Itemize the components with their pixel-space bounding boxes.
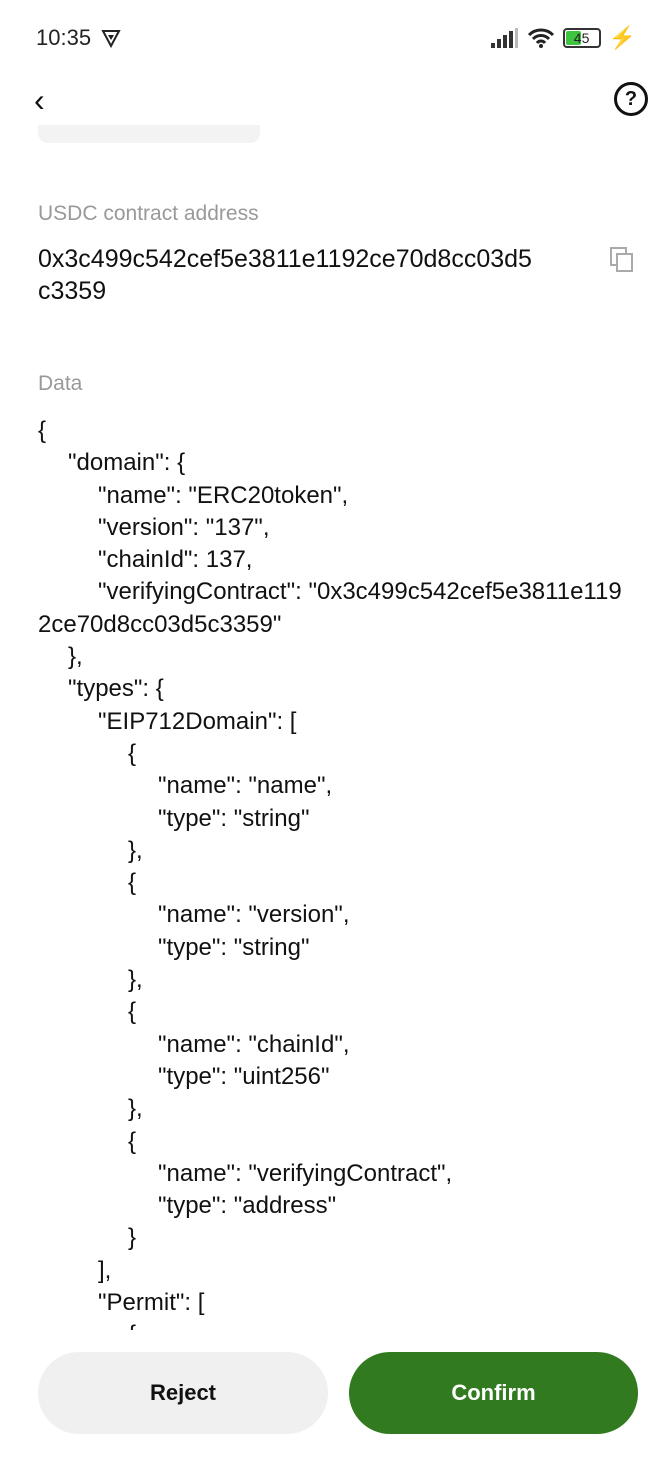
json-line: "type": "uint256" [158, 1062, 330, 1090]
json-line: { [128, 998, 137, 1026]
wifi-icon [527, 28, 554, 48]
json-line: "version": "137", [98, 513, 270, 541]
copy-icon[interactable] [610, 247, 634, 273]
json-line: "EIP712Domain": [ [98, 707, 297, 735]
vpn-shield-icon [101, 30, 121, 48]
json-line: }, [128, 836, 143, 864]
json-line: "name": "verifyingContract", [158, 1159, 453, 1187]
json-line: }, [128, 966, 143, 994]
contract-address-value: 0x3c499c542cef5e3811e1192ce70d8cc03d5c33… [38, 245, 532, 305]
chevron-left-icon: ‹ [34, 82, 45, 118]
json-line: ], [98, 1256, 112, 1284]
status-bar: 10:35 45 ⚡ [36, 22, 636, 54]
json-line: { [38, 417, 47, 444]
json-line: "type": "string" [158, 804, 310, 832]
details-scroll[interactable]: USDC contract address 0x3c499c542cef5e38… [0, 125, 666, 1330]
reject-button[interactable]: Reject [38, 1352, 328, 1434]
json-line: { [128, 739, 137, 767]
back-button[interactable]: ‹ [34, 82, 45, 119]
contract-address-label: USDC contract address [38, 202, 259, 225]
top-bar: ‹ ? [0, 80, 666, 120]
confirm-button[interactable]: Confirm [349, 1352, 638, 1434]
json-line: } [128, 1224, 137, 1252]
clock: 10:35 [36, 25, 92, 50]
json-line: "domain": { [68, 449, 186, 477]
json-line: { [128, 869, 137, 897]
question-circle-icon: ? [624, 87, 638, 110]
help-button[interactable]: ? [614, 82, 648, 116]
json-line: "type": "string" [158, 933, 310, 961]
json-line: }, [68, 643, 83, 671]
json-line: "name": "version", [158, 901, 350, 929]
json-line: "name": "chainId", [158, 1030, 350, 1058]
typed-data-json: { "domain": { "name": "ERC20token", "versio… [38, 415, 630, 1330]
json-line: "name": "name", [158, 772, 333, 800]
json-line: "type": "address" [158, 1192, 337, 1220]
json-line: { [38, 1319, 630, 1330]
data-label: Data [38, 372, 83, 395]
previous-card-edge [38, 125, 260, 143]
json-line: "chainId": 137, [98, 546, 253, 574]
json-line: { [128, 1127, 137, 1155]
json-line: "name": "ERC20token", [98, 481, 349, 509]
json-line: "types": { [68, 675, 164, 703]
signal-icon [490, 28, 518, 48]
json-line: }, [128, 1095, 143, 1123]
json-line: "Permit": [ [98, 1289, 205, 1317]
json-line: "verifyingContract": "0x3c499c542cef5e38… [38, 578, 622, 638]
battery-icon: 45 [562, 28, 601, 48]
charging-icon: ⚡ [608, 25, 636, 50]
